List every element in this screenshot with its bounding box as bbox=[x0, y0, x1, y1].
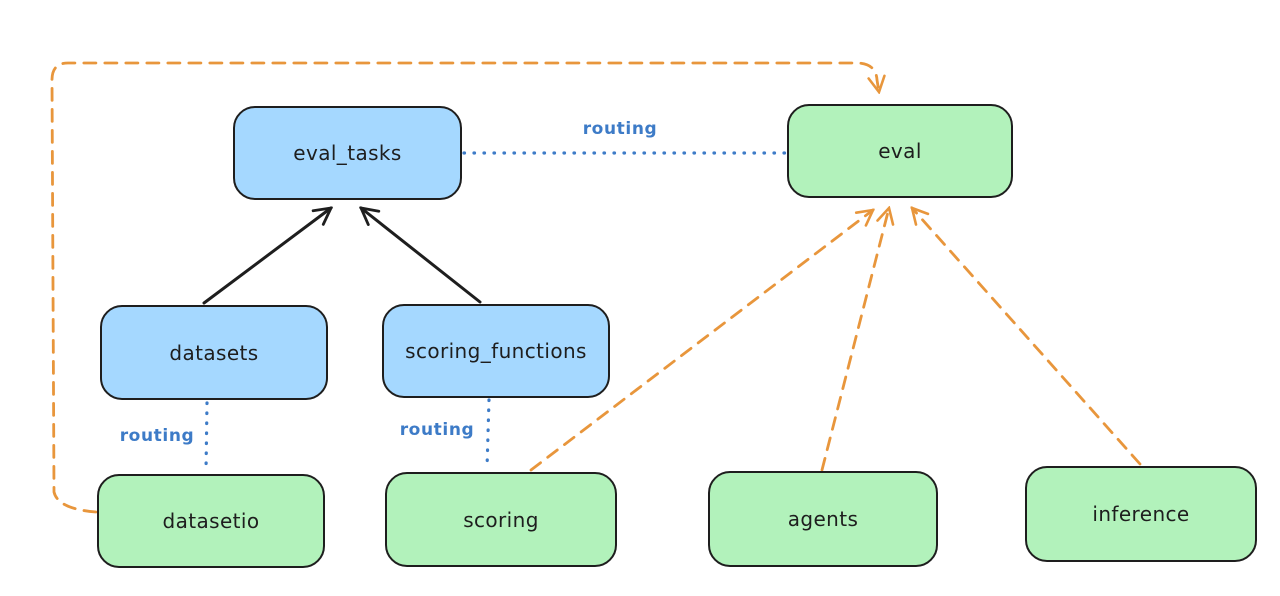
edge-scoring_functions-to-scoring-routing bbox=[485, 398, 491, 471]
node-inference: inference bbox=[1025, 466, 1257, 562]
node-scoring-label: scoring bbox=[463, 507, 539, 532]
edge-scoring_functions-to-eval_tasks bbox=[361, 208, 482, 304]
node-scoring-functions: scoring_functions bbox=[382, 304, 610, 398]
node-eval-tasks: eval_tasks bbox=[233, 106, 462, 200]
routing-label-eval-tasks-eval: routing bbox=[582, 119, 658, 139]
node-scoring-functions-label: scoring_functions bbox=[405, 339, 587, 363]
node-eval: eval bbox=[787, 104, 1013, 198]
node-inference-label: inference bbox=[1092, 502, 1190, 526]
node-datasetio-label: datasetio bbox=[162, 509, 260, 533]
node-datasetio: datasetio bbox=[97, 474, 325, 568]
node-datasets-label: datasets bbox=[169, 340, 259, 365]
node-eval-label: eval bbox=[878, 139, 922, 163]
edge-datasets-to-eval_tasks bbox=[202, 208, 331, 305]
edge-scoring-to-eval bbox=[529, 210, 873, 472]
routing-label-datasets-datasetio: routing bbox=[119, 426, 195, 446]
node-eval-tasks-label: eval_tasks bbox=[293, 141, 402, 165]
node-agents: agents bbox=[708, 471, 938, 567]
node-datasets: datasets bbox=[100, 305, 328, 400]
edge-datasetio-to-eval bbox=[50, 61, 879, 514]
edge-datasets-to-datasetio-routing bbox=[204, 401, 209, 473]
node-scoring: scoring bbox=[385, 472, 617, 567]
routing-label-scoring-functions-scoring: routing bbox=[399, 420, 475, 440]
edge-agents-to-eval bbox=[820, 208, 889, 472]
edge-inference-to-eval bbox=[912, 208, 1142, 466]
node-agents-label: agents bbox=[787, 507, 859, 531]
